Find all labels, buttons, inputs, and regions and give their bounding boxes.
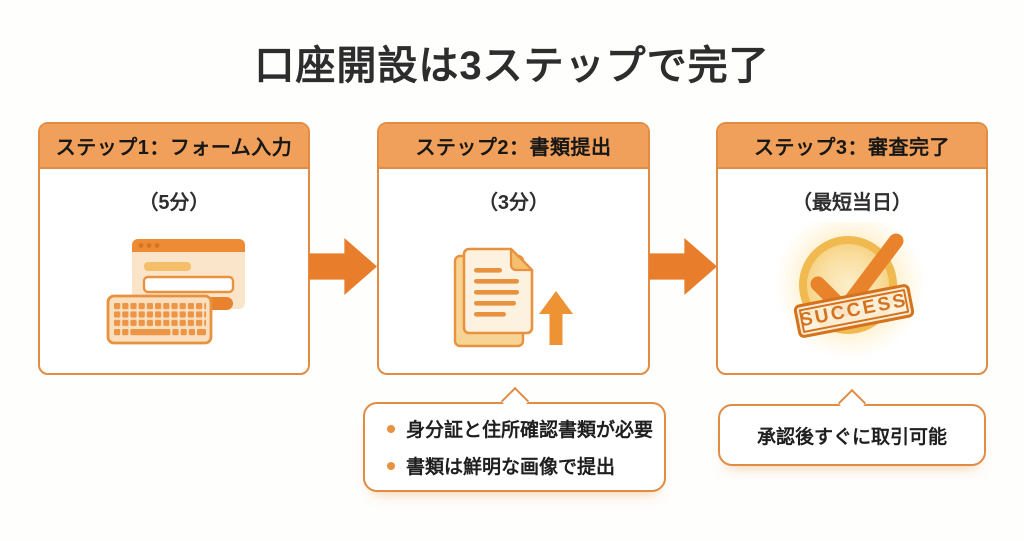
browser-window-icon bbox=[132, 239, 245, 310]
step-card-3: ステップ3：審査完了 （最短当日） bbox=[716, 122, 988, 375]
folded-corner bbox=[509, 247, 534, 272]
callout-step3: 承認後すぐに取引可能 bbox=[718, 388, 986, 466]
callout-step3-notch bbox=[837, 388, 867, 418]
step-1-header: ステップ1：フォーム入力 bbox=[40, 124, 308, 169]
callout-step2-notch bbox=[500, 386, 529, 416]
step-1-duration: （5分） bbox=[138, 192, 210, 214]
form-input-keyboard-icon bbox=[106, 234, 284, 356]
step-card-2: ステップ2：書類提出 （3分） bbox=[377, 122, 650, 375]
browser-form-keyboard-graphic bbox=[106, 239, 245, 345]
bullet-dot-icon bbox=[387, 424, 395, 433]
callout-step2-bullet-2-text: 書類は鮮明な画像で提出 bbox=[406, 457, 616, 478]
flow-arrow-icon-1 bbox=[309, 238, 377, 295]
upload-arrow-icon bbox=[539, 291, 573, 345]
callout-step2-bullet-1-text: 身分証と住所確認書類が必要 bbox=[406, 420, 654, 441]
step-card-1: ステップ1：フォーム入力 （5分） bbox=[38, 122, 310, 375]
step-3-duration: （最短当日） bbox=[792, 192, 912, 214]
document-upload-icon bbox=[451, 244, 611, 349]
keyboard-icon bbox=[106, 294, 213, 345]
approval-success-icon: SUCCESS bbox=[758, 208, 953, 372]
step-2-duration: （3分） bbox=[477, 192, 550, 214]
page-title: 口座開設は3ステップで完了 bbox=[254, 44, 770, 88]
callout-step3-text: 承認後すぐに取引可能 bbox=[756, 426, 947, 448]
flow-arrow-icon-2 bbox=[649, 238, 717, 295]
step-2-header: ステップ2：書類提出 bbox=[379, 124, 648, 169]
documents-upload-graphic bbox=[453, 247, 573, 348]
bullet-dot-icon bbox=[387, 461, 395, 470]
step-3-header: ステップ3：審査完了 bbox=[718, 124, 986, 169]
callout-step2-bullet-2: 書類は鮮明な画像で提出 bbox=[387, 452, 654, 479]
callout-step2: 身分証と住所確認書類が必要 書類は鮮明な画像で提出 bbox=[363, 386, 666, 492]
callout-step2-bullet-1: 身分証と住所確認書類が必要 bbox=[387, 415, 654, 442]
